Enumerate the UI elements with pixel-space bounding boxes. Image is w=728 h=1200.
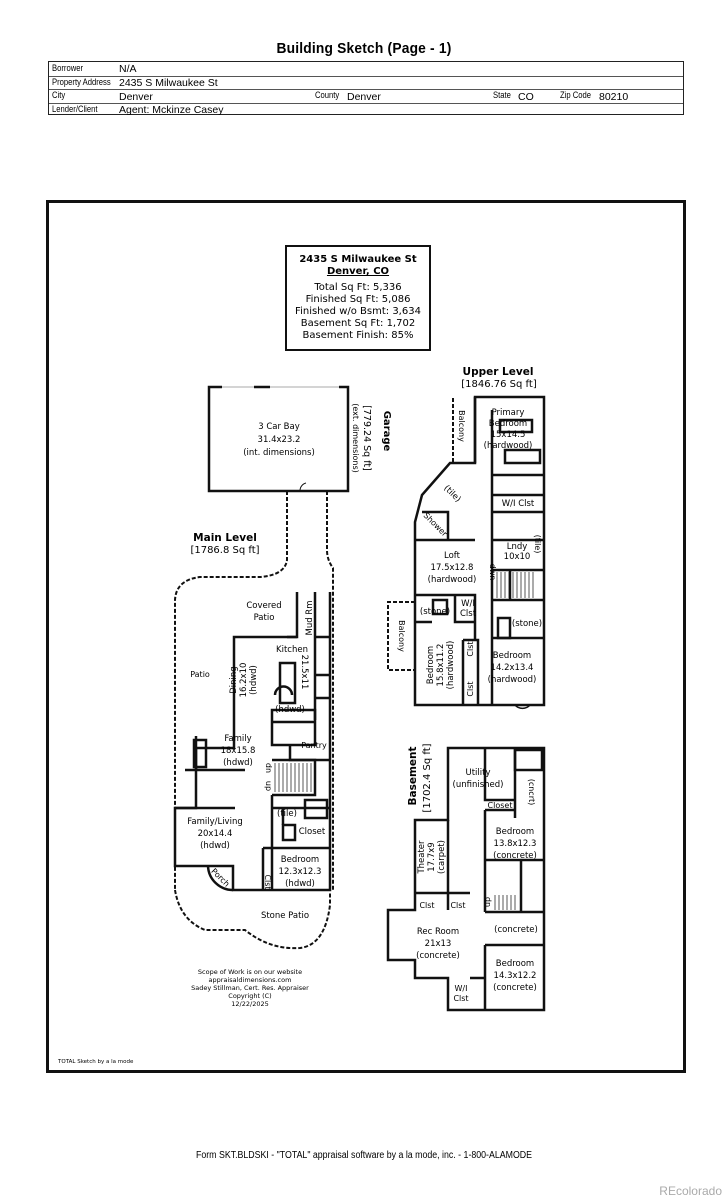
basement-walls [386,746,546,1012]
main-level-dashed-outline [174,491,288,890]
credits-appraiser: Sadey Stillman, Cert. Res. Appraiser [191,984,309,992]
room-kitchen-floor: (hdwd) [275,705,305,715]
property-summary-box: 2435 S Milwaukee St Denver, CO Total Sq … [285,245,431,351]
room-upper-wi-clst: W/I Clst [501,499,535,509]
borrower-row: Borrower N/A [49,62,683,77]
city-row: City Denver County Denver State CO Zip C… [49,89,683,104]
county-label: County [315,90,340,100]
room-laundry: Lndy 10x10 [503,542,531,562]
room-upper-wi-clst-2: W/I Clst [459,599,477,619]
room-bedroom-basement-bottom: Bedroom 14.3x12.2 (concrete) [493,959,537,993]
room-closet: Closet [298,827,326,837]
room-basement-wi-clst: W/I Clst [453,984,469,1003]
zip-value: 80210 [599,91,629,103]
upper-stair-dwn: dwn [488,563,497,581]
room-upper-clst-1: Clst [466,641,475,657]
room-basement-bath-cncrt: (cncrt) [527,778,536,806]
room-laundry-floor: (tile) [533,534,542,554]
room-theater: Theater 17.7x9 (carpet) [417,840,447,874]
state-label: State [493,90,511,100]
room-pantry: Pantry [301,741,327,750]
room-dining: Dining 16.2x10 (hdwd) [229,662,259,698]
room-upper-clst-2: Clst [466,681,475,697]
summary-finished-sqft: Finished Sq Ft: 5,086 [305,294,411,305]
address-value: 2435 S Milwaukee St [119,76,218,89]
room-mud-rm: Mud Rm [305,600,315,636]
room-patio: Patio [190,670,210,679]
credits-date: 12/22/2025 [231,1000,269,1008]
room-bath-stone-left: (stone) [419,607,451,617]
county-value: Denver [347,91,381,103]
city-label: City [52,90,66,100]
city-value: Denver [119,91,153,103]
room-basement-bath-concrete: (concrete) [494,925,538,935]
borrower-label: Borrower [52,63,84,73]
credits-scope: Scope of Work is on our website [197,968,303,976]
lender-label: Lender/Client [52,103,98,114]
garage-room-label: 3 Car Bay [258,422,300,432]
main-level-title: Main Level [193,532,257,544]
property-info-table: Borrower N/A Property Address 2435 S Mil… [48,61,684,117]
summary-finished-wo-bsmt: Finished w/o Bsmt: 3,634 [295,306,421,317]
room-utility: Utility (unfinished) [452,768,504,790]
lender-row: Lender/Client Agent: Mckinze Casey [49,103,683,117]
room-loft: Loft 17.5x12.8 (hardwood) [427,551,477,585]
address-row: Property Address 2435 S Milwaukee St [49,76,683,90]
room-basement-closet: Closet [487,801,513,810]
sketch-software-note: TOTAL Sketch by a la mode [58,1059,134,1065]
state-value: CO [518,91,534,103]
room-balcony-upper: Balcony [457,410,466,442]
basement-title: Basement [407,746,419,806]
garage-area: [779.24 Sq ft] [361,405,372,471]
address-label: Property Address [52,76,111,87]
main-stair-dn: dn [264,762,273,774]
room-family: Family 18x15.8 (hdwd) [220,734,256,768]
upper-level-area: [1846.76 Sq ft] [461,379,537,390]
garage-dims: 31.4x23.2 [257,435,301,445]
room-kitchen-dims: 21.5x11 [299,654,309,690]
room-balcony-side: Balcony [397,620,406,652]
upper-level-walls [413,395,546,707]
room-stone-patio: Stone Patio [260,911,310,921]
room-bedroom-main: Bedroom 12.3x12.3 (hdwd) [278,855,322,889]
room-bedroom-upper-left: Bedroom 15.8x11.2 (hardwood) [426,640,456,690]
credits-copyright: Copyright (C) [228,992,272,1000]
basement-stair-up: up [483,896,492,908]
room-basement-clst-2: Clst [450,901,466,910]
recolorado-watermark: REcolorado [659,1184,722,1198]
summary-city: Denver, CO [326,266,390,277]
main-level-area: [1786.8 Sq ft] [190,545,260,556]
room-family-living: Family/Living 20x14.4 (hdwd) [187,817,243,851]
borrower-value: N/A [119,63,137,75]
upper-level-title: Upper Level [462,366,534,378]
garage-dims-note: (int. dimensions) [243,448,315,458]
main-stair-up: up [264,780,273,792]
form-footer: Form SKT.BLDSKI - "TOTAL" appraisal soft… [195,1150,533,1161]
room-main-clst: Clst [263,874,272,890]
room-covered-patio: Covered Patio [246,601,282,623]
room-bedroom-basement-top: Bedroom 13.8x12.3 (concrete) [493,827,537,861]
sketch-frame [46,200,686,1073]
page-title: Building Sketch (Page - 1) [276,40,452,57]
main-level-walls [173,592,332,892]
appraiser-credits: Scope of Work is on our website appraisa… [150,968,350,1008]
zip-label: Zip Code [560,90,592,100]
room-bedroom-upper-right: Bedroom 14.2x13.4 (hardwood) [487,651,537,685]
summary-basement-finish: Basement Finish: 85% [302,330,414,341]
room-kitchen: Kitchen [276,645,308,655]
summary-address: 2435 S Milwaukee St [299,254,417,265]
room-rec-room: Rec Room 21x13 (concrete) [416,927,460,961]
room-bath-stone-right: (stone) [511,619,543,629]
garage-title: Garage [381,410,392,452]
garage-ext-note: (ext. dimensions) [351,403,360,473]
lender-value: Agent: Mckinze Casey [119,103,224,116]
credits-website: appraisaldimensions.com [208,976,292,984]
room-basement-clst-1: Clst [419,901,435,910]
summary-total-sqft: Total Sq Ft: 5,336 [314,282,402,293]
summary-basement-sqft: Basement Sq Ft: 1,702 [300,318,416,329]
basement-area: [1702.4 Sq ft] [422,743,433,813]
room-tile: (tile) [277,809,297,819]
room-primary-bedroom: Primary Bedroom 15x14.5 (hardwood) [483,408,533,451]
